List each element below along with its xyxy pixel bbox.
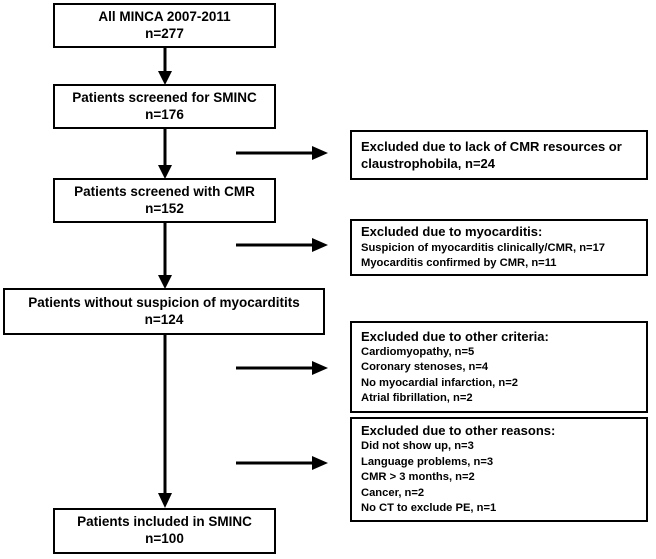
exclusion-item: Suspicion of myocarditis clinically/CMR,… <box>361 241 606 254</box>
flow-node-screened-with-cmr: Patients screened with CMR n=152 <box>53 178 276 223</box>
flow-node-label: All MINCA 2007-2011 <box>98 8 231 24</box>
arrow-right-to-other-reasons <box>236 452 328 474</box>
exclusion-item: Myocarditis confirmed by CMR, n=11 <box>361 257 557 270</box>
exclusion-item: Atrial fibrillation, n=2 <box>361 392 473 405</box>
exclusion-heading: Excluded due to other criteria: <box>361 328 549 344</box>
arrow-right-to-other-criteria <box>236 357 328 379</box>
flow-node-screened-for-sminc: Patients screened for SMINC n=176 <box>53 84 276 129</box>
exclusion-heading: Excluded due to lack of CMR resources or… <box>361 138 622 171</box>
arrow-down-all-minca-to-screened-for-sminc <box>153 48 177 85</box>
exclusion-item: Did not show up, n=3 <box>361 440 474 453</box>
exclusion-item: Cancer, n=2 <box>361 486 425 499</box>
flow-node-count: n=100 <box>145 531 184 546</box>
arrow-down-screened-with-cmr-to-without-suspicion <box>153 223 177 289</box>
exclusion-box-myocarditis: Excluded due to myocarditis: Suspicion o… <box>350 219 648 276</box>
flow-node-count: n=277 <box>145 25 184 41</box>
flow-node-count: n=176 <box>145 106 184 122</box>
exclusion-item: No CT to exclude PE, n=1 <box>361 502 497 515</box>
exclusion-item: Coronary stenoses, n=4 <box>361 361 489 374</box>
flow-node-included-in-sminc: Patients included in SMINC n=100 <box>53 508 276 554</box>
exclusion-heading: Excluded due to myocarditis: <box>361 224 543 240</box>
flow-node-all-minca: All MINCA 2007-2011 n=277 <box>53 3 276 48</box>
flow-node-count: n=152 <box>145 200 184 216</box>
exclusion-item: Language problems, n=3 <box>361 455 494 468</box>
exclusion-item: No myocardial infarction, n=2 <box>361 376 518 389</box>
flow-node-label: Patients screened with CMR <box>74 183 255 199</box>
flow-node-count: n=124 <box>144 311 184 327</box>
flow-node-label: Patients screened for SMINC <box>72 89 257 105</box>
exclusion-box-other-criteria: Excluded due to other criteria: Cardiomy… <box>350 321 648 413</box>
exclusion-item: CMR > 3 months, n=2 <box>361 471 475 484</box>
arrow-down-screened-for-sminc-to-screened-with-cmr <box>153 129 177 179</box>
exclusion-box-lack-of-cmr-resources: Excluded due to lack of CMR resources or… <box>350 130 648 180</box>
arrow-right-to-myocarditis <box>236 234 328 256</box>
arrow-down-without-suspicion-to-included-in-sminc <box>153 335 177 508</box>
flow-node-without-suspicion: Patients without suspicion of myocarditi… <box>3 288 325 335</box>
arrow-right-to-lack-of-cmr-resources <box>236 142 328 164</box>
flow-node-label: Patients without suspicion of myocarditi… <box>28 294 300 310</box>
exclusion-item: Cardiomyopathy, n=5 <box>361 345 475 358</box>
flow-node-label: Patients included in SMINC <box>77 514 252 530</box>
exclusion-box-other-reasons: Excluded due to other reasons: Did not s… <box>350 417 648 522</box>
exclusion-heading: Excluded due to other reasons: <box>361 423 556 439</box>
